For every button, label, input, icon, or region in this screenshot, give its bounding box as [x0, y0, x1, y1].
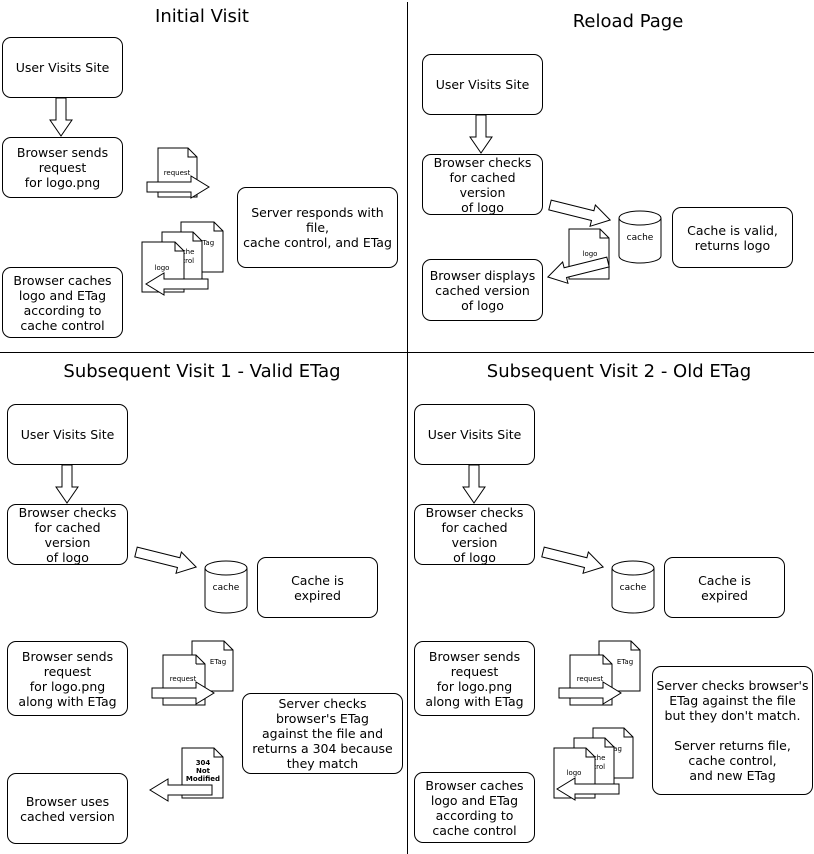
sub2-cache-expired-box: Cache is expired: [664, 557, 785, 618]
subsequent-visit-2-title: Subsequent Visit 2 - Old ETag: [486, 361, 752, 382]
sub2-cylinder-label: cache: [620, 583, 647, 593]
svg-text:Tag: Tag: [609, 745, 622, 753]
initial-down-arrow: [49, 97, 73, 137]
sub1-cache-cylinder: cache: [204, 560, 248, 614]
sub1-server-checks-box: Server checks browser's ETag against the…: [242, 693, 403, 774]
sub2-logo-doc-label: logo: [567, 769, 582, 777]
initial-visit-title: Initial Visit: [155, 6, 249, 27]
sub2-cache-cylinder: cache: [611, 560, 655, 614]
sub2-browser-checks-box: Browser checks for cached version of log…: [414, 504, 535, 565]
reload-browser-displays-box: Browser displays cached version of logo: [422, 259, 543, 321]
initial-browser-sends-box: Browser sends request for logo.png: [2, 137, 123, 198]
sub1-browser-checks-box: Browser checks for cached version of log…: [7, 504, 128, 565]
sub1-request-doc-label: request: [170, 675, 197, 683]
sub1-304-arrow: [149, 778, 213, 802]
initial-user-visits-box: User Visits Site: [2, 37, 123, 98]
sub2-user-visits-box: User Visits Site: [414, 404, 535, 465]
sub1-etag-doc-label: ETag: [210, 658, 226, 666]
initial-request-arrow: [146, 175, 210, 199]
sub1-request-arrow: [151, 681, 215, 705]
sub1-cylinder-label: cache: [213, 583, 240, 593]
sub2-etag-doc-label: ETag: [617, 658, 633, 666]
sub2-request-doc-label: request: [577, 675, 604, 683]
sub1-browser-sends-box: Browser sends request for logo.png along…: [7, 641, 128, 716]
sub2-check-arrow: [539, 540, 607, 579]
reload-down-arrow: [469, 114, 493, 154]
reload-check-arrow: [546, 193, 614, 232]
initial-response-arrow: [145, 272, 209, 296]
reload-cylinder-label: cache: [627, 233, 654, 243]
initial-etag-doc-label: ETag: [198, 239, 214, 247]
reload-cache-cylinder: cache: [618, 210, 662, 264]
sub2-response-arrow: [556, 777, 620, 801]
vertical-divider: [407, 2, 408, 854]
sub1-down-arrow: [55, 464, 79, 504]
sub2-server-checks-box: Server checks browser's ETag against the…: [652, 666, 813, 795]
reload-browser-checks-box: Browser checks for cached version of log…: [422, 154, 543, 215]
sub2-browser-sends-box: Browser sends request for logo.png along…: [414, 641, 535, 716]
horizontal-divider: [0, 352, 814, 353]
sub1-cache-expired-box: Cache is expired: [257, 557, 378, 618]
sub1-browser-uses-box: Browser uses cached version: [7, 773, 128, 844]
sub2-down-arrow: [462, 464, 486, 504]
sub1-check-arrow: [132, 540, 200, 579]
reload-user-visits-box: User Visits Site: [422, 54, 543, 115]
sub2-request-arrow: [558, 681, 622, 705]
reload-cache-valid-box: Cache is valid, returns logo: [672, 207, 793, 268]
sub2-browser-caches-box: Browser caches logo and ETag according t…: [414, 772, 535, 843]
reload-logo-doc-label: logo: [583, 250, 598, 258]
reload-page-title: Reload Page: [572, 11, 684, 32]
subsequent-visit-1-title: Subsequent Visit 1 - Valid ETag: [63, 361, 341, 382]
initial-browser-caches-box: Browser caches logo and ETag according t…: [2, 267, 123, 338]
initial-logo-doc-label: logo: [155, 264, 170, 272]
initial-request-doc-label: request: [164, 169, 191, 177]
initial-server-responds-box: Server responds with file, cache control…: [237, 187, 398, 268]
